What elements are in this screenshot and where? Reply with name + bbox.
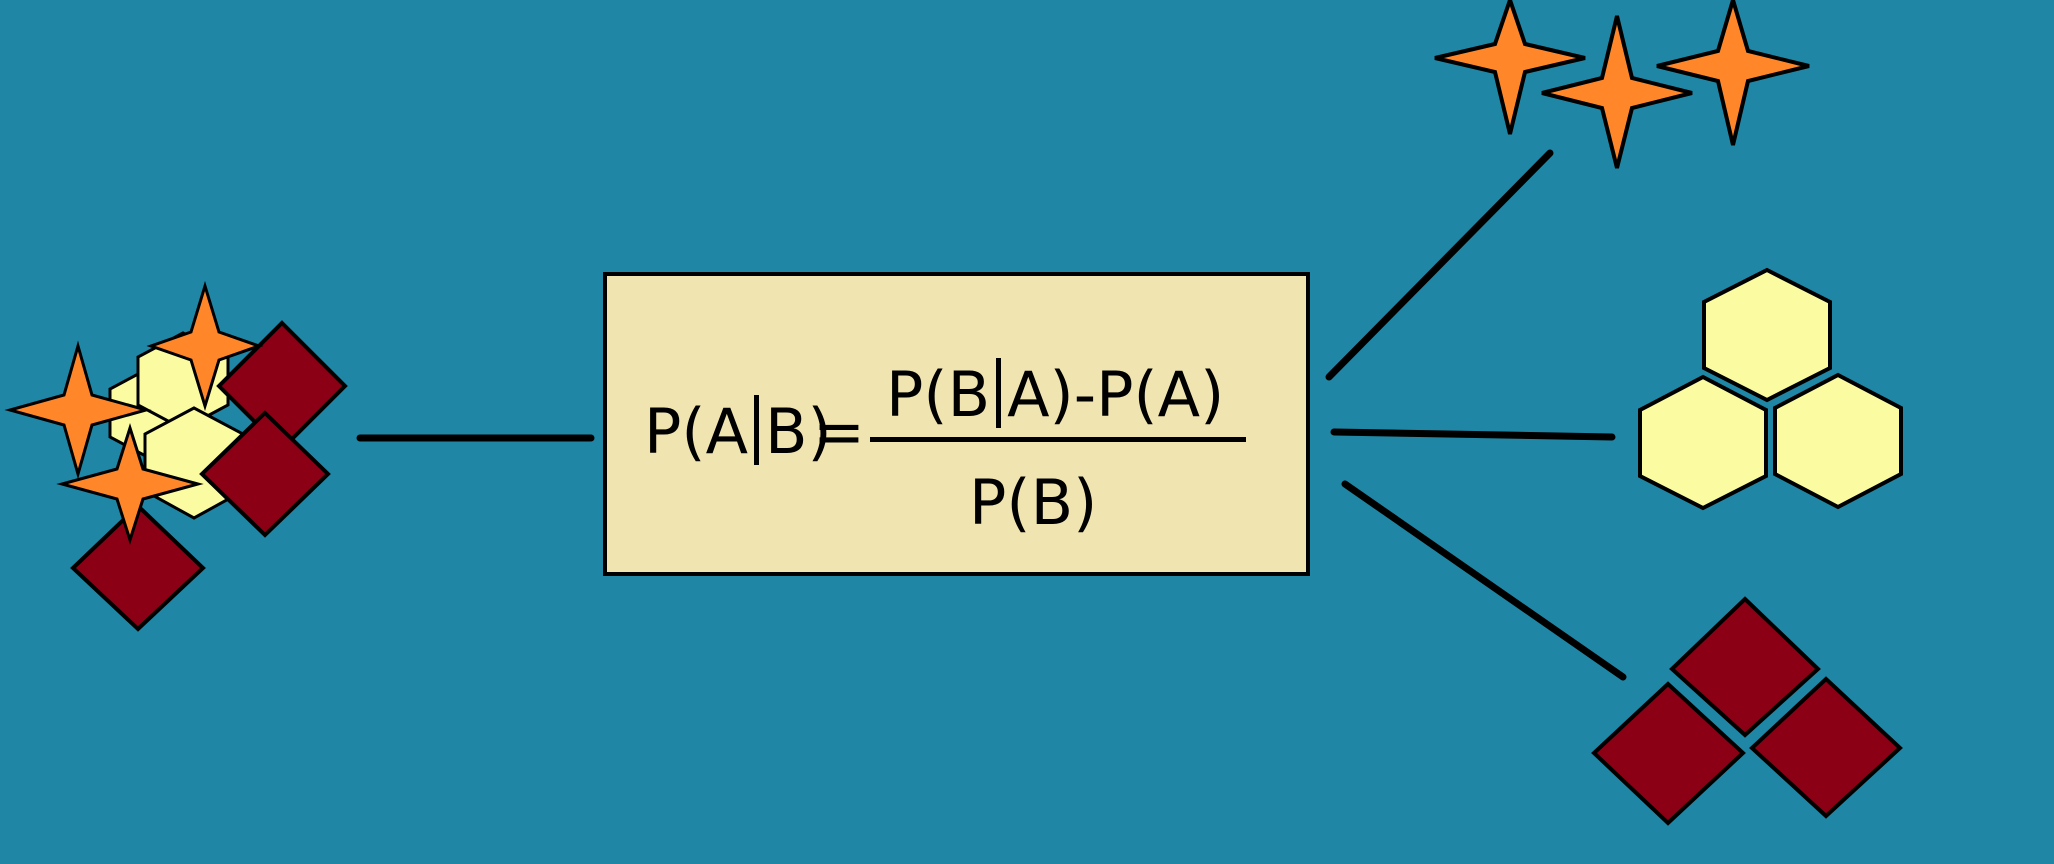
formula-numerator-left: P(B: [886, 358, 991, 432]
diamonds-group: [1591, 596, 1903, 826]
formula-equals: =: [813, 395, 865, 468]
diamond-shape: [1669, 596, 1821, 738]
diamond-shape: [70, 503, 206, 632]
formula-denominator: P(B): [969, 466, 1098, 539]
stars-group: [1434, 0, 1810, 169]
output-connector-line-stars: [1325, 149, 1554, 381]
formula-lhs-left: P(A: [644, 395, 748, 469]
output-connector-line-diamonds: [1341, 480, 1627, 681]
formula-numerator-right: A)-P(A): [1007, 358, 1225, 432]
diamond-shape: [1591, 681, 1746, 826]
hexagons-group: [1638, 267, 1903, 511]
mixed-shapes-group: [4, 280, 348, 632]
star-shape: [56, 423, 204, 545]
formula-lhs-right: B): [765, 395, 832, 469]
star-shape: [1434, 0, 1586, 135]
star-shape: [1541, 15, 1693, 169]
hexagon-shape: [1773, 372, 1903, 510]
hexagon-shape: [1702, 267, 1832, 403]
diamond-shape: [1749, 676, 1903, 819]
output-connector-line-hexagons: [1330, 428, 1616, 441]
conditional-bar: [996, 358, 1002, 428]
diamond-shape: [199, 410, 331, 538]
conditional-bar: [754, 395, 759, 465]
hexagon-shape: [1638, 374, 1768, 511]
star-shape: [4, 340, 152, 480]
star-shape: [146, 280, 264, 412]
star-shape: [1656, 0, 1810, 146]
fraction-line: [870, 437, 1246, 442]
